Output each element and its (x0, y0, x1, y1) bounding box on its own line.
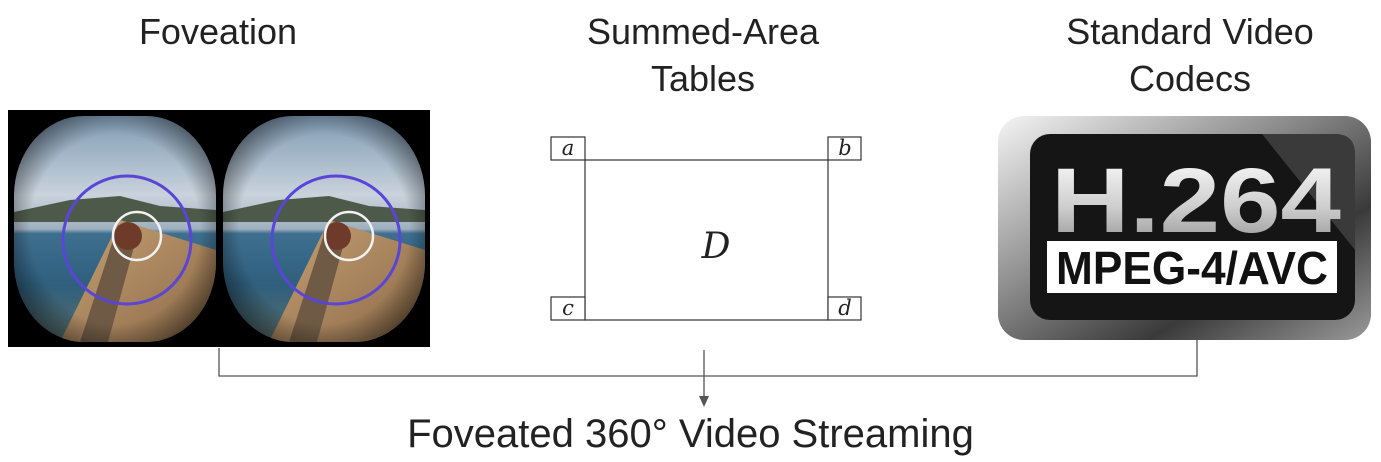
connector-bracket (218, 340, 1198, 377)
h264-logo-text: H.264 (1051, 150, 1341, 252)
corner-a-label: a (562, 136, 575, 160)
corner-d-box (827, 296, 862, 321)
inner-fovea-ring (111, 210, 163, 262)
inner-fovea-ring (323, 210, 375, 262)
outer-fovea-ring (61, 174, 193, 306)
right-eye-view (223, 116, 425, 342)
corner-b-label: b (838, 136, 851, 160)
h264-logo: H.264 MPEG-4/AVC (998, 116, 1371, 340)
corner-c-box (550, 296, 586, 321)
heading-foveation: Foveation (138, 11, 298, 52)
foveation-image (8, 110, 430, 347)
down-arrow-icon (699, 396, 709, 407)
left-eye-view (14, 116, 216, 342)
region-d-rectangle (584, 159, 829, 321)
heading-summed-area-tables: Summed-Area Tables (553, 8, 853, 102)
heading-codecs-line1: Standard Video (1066, 11, 1314, 52)
heading-sat-line1: Summed-Area (586, 11, 820, 52)
heading-codecs-line2: Codecs (1128, 58, 1252, 99)
summed-area-table-diagram (550, 136, 862, 321)
connector (218, 340, 1198, 398)
mpeg-avc-text: MPEG-4/AVC (1056, 242, 1328, 294)
region-d-label: D (701, 226, 731, 267)
outer-fovea-ring (270, 174, 402, 306)
result-title: Foveated 360° Video Streaming (407, 412, 974, 456)
mpeg-label-box (1047, 241, 1337, 293)
corner-d-label: d (838, 296, 851, 320)
corner-c-label: c (562, 296, 574, 320)
corner-a-box (550, 136, 586, 161)
corner-b-box (827, 136, 862, 161)
heading-sat-line2: Tables (650, 58, 756, 99)
heading-standard-video-codecs: Standard Video Codecs (1030, 8, 1350, 102)
